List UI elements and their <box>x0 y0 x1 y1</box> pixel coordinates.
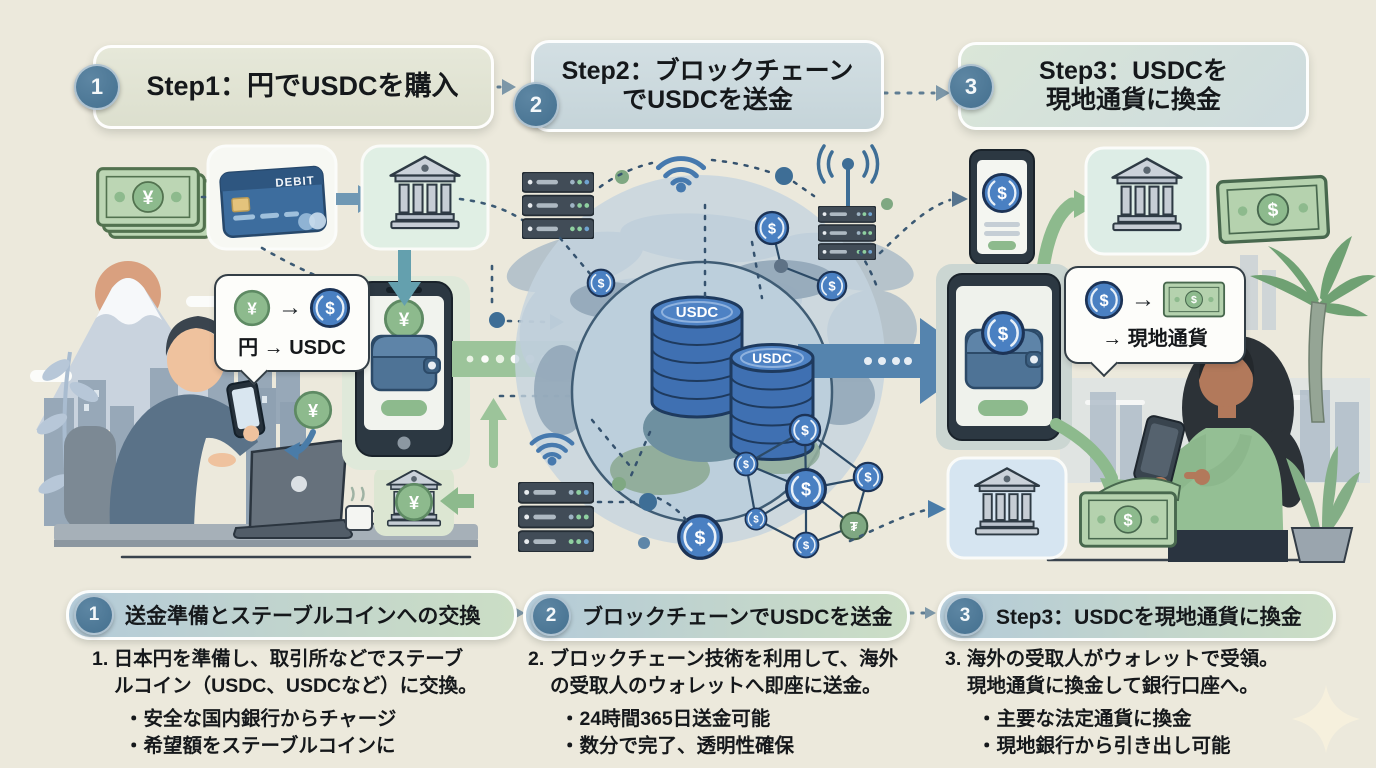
arrow-right-icon: → <box>1131 285 1155 313</box>
sender-person <box>109 316 258 528</box>
section3-line2: 現地通貨に換金して銀行口座へ。 <box>967 675 1259 697</box>
receive-phone-small <box>969 149 1035 265</box>
palm-tree <box>1250 236 1376 423</box>
laptop <box>232 439 354 539</box>
convert-bubble: → → 現地通貨 <box>1064 266 1246 364</box>
section2-title: ブロックチェーンでUSDCを送金 <box>582 606 893 629</box>
usdc-coin-map-3 <box>816 270 848 302</box>
dollar-note-icon <box>1162 281 1226 318</box>
usdc-coin-stack-left: USDC <box>650 295 744 419</box>
arrow-right-icon: → <box>278 293 302 321</box>
domestic-bank-yen <box>374 466 474 536</box>
section3-number-badge: 3 <box>945 596 985 636</box>
network-dots <box>612 167 893 549</box>
right-dashed-links <box>848 198 952 543</box>
sparkle-icon <box>1292 685 1360 753</box>
step1-number-badge: 1 <box>74 64 120 110</box>
antenna-server <box>816 144 880 260</box>
pill-arrow-2-icon <box>925 607 936 619</box>
section3-title: Step3：USDCを現地通貨に換金 <box>996 606 1302 629</box>
usdc-stack-label-2: USDC <box>752 350 792 366</box>
section2-line2: の受取人のウォレットへ即座に送金。 <box>550 675 882 697</box>
charge-arrow-icon <box>440 487 474 515</box>
step2-title-line2: でUSDCを送金 <box>622 86 793 114</box>
usdc-coin-icon <box>309 287 351 329</box>
section1-title: 送金準備とステーブルコインへの交換 <box>125 605 481 628</box>
section2-body: 2. ブロックチェーン技術を利用して、海外 の受取人のウォレットへ即座に送金。 … <box>528 646 938 760</box>
step3-title-line1: Step3：USDCを <box>1039 56 1228 85</box>
step1-header: Step1：円でUSDCを購入 <box>93 45 494 129</box>
section1-number-badge: 1 <box>74 595 114 635</box>
bank-panel-right-top <box>1084 146 1210 256</box>
dash-arrowhead-right-icon <box>952 191 968 207</box>
section3-line1: 3. 海外の受取人がウォレットで受領。 <box>945 648 1279 670</box>
right-scene <box>1046 236 1376 563</box>
exchange-bubble: → 円 → USDC <box>214 274 370 372</box>
section2-header: 2 ブロックチェーンでUSDCを送金 <box>523 591 910 641</box>
section1-line2: ルコイン（USDC、USDCなど）に交換。 <box>114 675 478 697</box>
step-arrow-1-icon <box>502 79 516 95</box>
section3-body: 3. 海外の受取人がウォレットで受領。 現地通貨に換金して銀行口座へ。 ・主要な… <box>945 646 1345 760</box>
section1-body: 1. 日本円を準備し、取引所などでステーブ ルコイン（USDC、USDCなど）に… <box>92 646 506 760</box>
server-stack-bottom-left <box>518 482 594 552</box>
phone-to-cash-arrow <box>1050 418 1118 484</box>
dollar-note-top <box>1215 174 1331 245</box>
debit-card: DEBIT <box>219 165 327 239</box>
section2-number-badge: 2 <box>531 596 571 636</box>
recipient-phone <box>1133 415 1186 488</box>
wallet-phone-right <box>947 273 1061 441</box>
section2-bullet1: ・24時間365日送金可能 <box>560 708 771 730</box>
usdc-coin-icon <box>1084 280 1124 320</box>
usdc-coin-large <box>677 514 723 560</box>
node-dot <box>489 312 505 328</box>
section1-line1: 1. 日本円を準備し、取引所などでステーブ <box>92 648 464 670</box>
section3-header: 3 Step3：USDCを現地通貨に換金 <box>937 591 1336 641</box>
yen-coin-into-wallet <box>383 298 425 340</box>
exchange-bubble-label: 円 → USDC <box>238 336 346 359</box>
blockchain-network <box>733 227 884 559</box>
coffee-cup <box>345 486 380 531</box>
left-scene <box>30 261 478 559</box>
up-green-arrow-icon <box>480 398 507 468</box>
typing-hand <box>208 453 236 467</box>
convert-bubble-label: → 現地通貨 <box>1102 327 1208 350</box>
dash-arrowhead-bank-icon <box>928 500 946 518</box>
section2-line1: 2. ブロックチェーン技術を利用して、海外 <box>528 648 899 670</box>
yen-banknotes <box>96 167 212 239</box>
step1-title: Step1：円でUSDCを購入 <box>146 71 459 102</box>
usdc-coin-map-1 <box>586 268 616 298</box>
section2-bullet2: ・数分で完了、透明性確保 <box>560 735 795 757</box>
yen-coin-icon <box>233 289 271 327</box>
debit-label: DEBIT <box>275 175 315 190</box>
debit-card-panel: DEBIT <box>206 144 338 251</box>
step-arrow-2-icon <box>936 85 950 101</box>
center-dashed-links <box>558 158 880 522</box>
section1-bullet2: ・希望額をステーブルコインに <box>124 735 396 757</box>
yen-coin-drop <box>284 390 333 460</box>
usdc-coin-map-2 <box>754 210 790 246</box>
step2-header: Step2：ブロックチェーン でUSDCを送金 <box>531 40 884 132</box>
bank-panel-right-bottom <box>946 456 1068 560</box>
bank-to-phone-arrow-icon <box>388 250 421 306</box>
section3-bullet1: ・主要な法定通貨に換金 <box>977 708 1192 730</box>
section1-header: 1 送金準備とステーブルコインへの交換 <box>66 590 517 640</box>
step3-number-badge: 3 <box>948 64 994 110</box>
section1-bullet1: ・安全な国内銀行からチャージ <box>124 708 397 730</box>
wallet-phone-left <box>355 281 453 457</box>
step2-number-badge: 2 <box>513 82 559 128</box>
step3-title-line2: 現地通貨に換金 <box>1045 86 1221 114</box>
step3-header: Step3：USDCを 現地通貨に換金 <box>958 42 1309 130</box>
recipient-person <box>1133 336 1305 562</box>
usdc-on-wallet <box>981 311 1025 355</box>
bank-panel-left <box>360 144 490 251</box>
hand-phone <box>226 379 266 442</box>
step2-title-line1: Step2：ブロックチェーン <box>561 56 854 85</box>
section3-bullet2: ・現地銀行から引き出し可能 <box>977 735 1231 757</box>
dollar-note-bottom <box>1079 477 1182 548</box>
server-stack-top-left <box>522 172 594 239</box>
usdc-stack-label-1: USDC <box>676 304 719 321</box>
potted-plant <box>1286 446 1360 563</box>
office-chair <box>64 426 116 530</box>
